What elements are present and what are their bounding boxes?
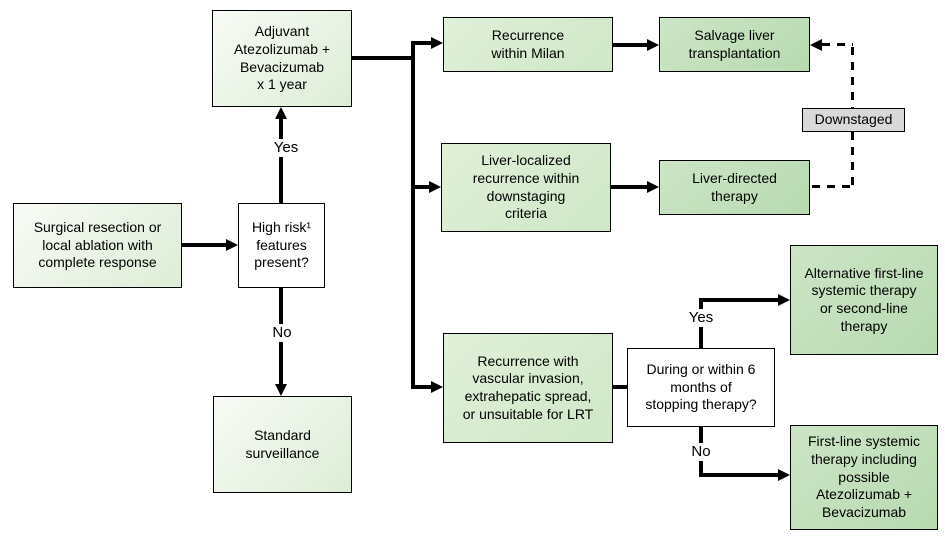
connector-surgical-to-highrisk	[182, 243, 226, 247]
connector-during-no-horizontal	[699, 473, 778, 477]
edge-label-stopping-no: No	[679, 443, 723, 461]
edge-label-highrisk-no: No	[260, 324, 304, 342]
node-high-risk-features-decision: High risk¹ features present?	[238, 203, 325, 288]
arrowhead-highrisk-to-adjuvant	[275, 107, 287, 119]
node-liver-directed-therapy: Liver-directed therapy	[659, 160, 810, 215]
dashed-connector-downstaged-to-top	[851, 47, 854, 108]
connector-trunk-vertical	[411, 41, 415, 389]
node-surgical-resection: Surgical resection or local ablation wit…	[13, 203, 182, 288]
connector-trunk-to-liverlocalized	[413, 185, 429, 189]
dashed-connector-liverdirected-east	[812, 185, 853, 188]
connector-liverlocalized-to-liverdirected	[611, 185, 647, 189]
arrowhead-trunk-to-vascular	[431, 381, 443, 393]
arrowhead-dashed-to-salvage	[810, 39, 822, 51]
node-recurrence-vascular-invasion: Recurrence with vascular invasion, extra…	[443, 333, 613, 443]
dashed-connector-up-to-downstaged	[851, 132, 854, 187]
arrowhead-trunk-to-liverlocalized	[429, 181, 441, 193]
arrowhead-during-to-alternative	[778, 294, 790, 306]
connector-vascular-to-during	[612, 385, 627, 389]
node-salvage-liver-transplantation: Salvage liver transplantation	[659, 17, 810, 72]
connector-adjuvant-to-trunk	[352, 56, 415, 60]
edge-label-highrisk-yes: Yes	[264, 139, 308, 157]
arrowhead-highrisk-to-surveillance	[275, 384, 287, 396]
arrowhead-surgical-to-highrisk	[226, 239, 238, 251]
edge-label-stopping-yes: Yes	[679, 309, 723, 327]
arrowhead-trunk-to-milan	[431, 37, 443, 49]
arrowhead-liverlocalized-to-liverdirected	[647, 181, 659, 193]
node-alternative-first-line-therapy: Alternative first-line systemic therapy …	[790, 245, 938, 355]
node-downstaged-label: Downstaged	[802, 108, 905, 132]
arrowhead-during-to-firstline	[778, 469, 790, 481]
node-liver-localized-recurrence: Liver-localized recurrence within downst…	[441, 143, 611, 232]
arrowhead-milan-to-salvage	[647, 39, 659, 51]
node-recurrence-within-milan: Recurrence within Milan	[443, 17, 613, 72]
node-stopping-therapy-decision: During or within 6 months of stopping th…	[627, 348, 775, 427]
connector-trunk-to-milan	[413, 41, 431, 45]
node-standard-surveillance: Standard surveillance	[213, 396, 352, 493]
node-adjuvant-atezolizumab-bevacizumab: Adjuvant Atezolizumab + Bevacizumab x 1 …	[212, 10, 352, 107]
connector-highrisk-to-adjuvant	[279, 119, 283, 203]
connector-milan-to-salvage	[613, 43, 647, 47]
connector-trunk-to-vascular	[413, 385, 431, 389]
dashed-connector-to-salvage	[822, 43, 853, 46]
connector-during-yes-horizontal	[699, 298, 778, 302]
node-first-line-systemic-therapy: First-line systemic therapy including po…	[790, 425, 938, 530]
